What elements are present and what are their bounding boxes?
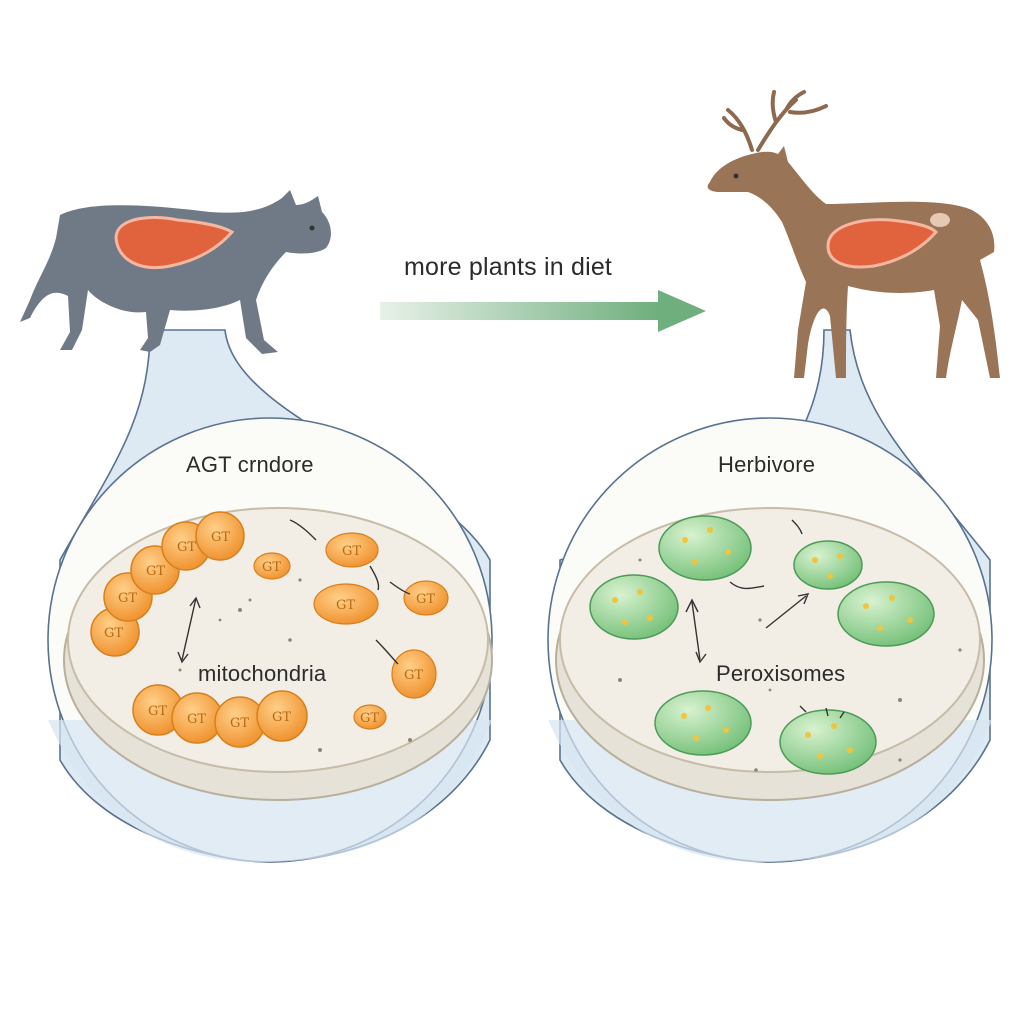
- mitochondria-cluster-upper: GT GT GT GT GT: [90, 511, 245, 657]
- mito-tag: GT: [177, 540, 196, 555]
- right-specks: [618, 558, 962, 772]
- right-dish: [555, 507, 985, 801]
- cat-icon: [20, 190, 331, 354]
- mito-tag: GT: [336, 598, 355, 613]
- cat-liver: [114, 215, 235, 269]
- mito-tag: GT: [416, 592, 435, 607]
- peroxisome: [654, 690, 752, 756]
- left-connectors: [177, 519, 411, 665]
- mito-tag: GT: [211, 530, 230, 545]
- arrow-label: more plants in diet: [404, 253, 613, 281]
- mitochondria-scattered: GT GT GT GT GT GT: [253, 532, 449, 730]
- mito-tag: GT: [104, 626, 123, 641]
- peroxisome: [793, 540, 863, 590]
- mito-tag: GT: [272, 710, 291, 725]
- left-dish: [63, 507, 493, 801]
- mito-tag: GT: [360, 711, 379, 726]
- right-panel-title: Herbivore: [718, 452, 816, 477]
- right-connectors: [685, 519, 845, 719]
- mitochondria-label: mitochondria: [198, 661, 327, 686]
- mito-tag: GT: [148, 704, 167, 719]
- mito-tag: GT: [404, 668, 423, 683]
- peroxisome: [658, 515, 752, 581]
- mito-tag: GT: [146, 564, 165, 579]
- peroxisomes-label: Peroxisomes: [716, 661, 846, 686]
- left-specks: [178, 578, 412, 752]
- peroxisome: [589, 574, 679, 640]
- mitochondria-cluster-lower: GT GT GT GT: [132, 684, 308, 748]
- deer-liver: [826, 218, 939, 269]
- mito-tag: GT: [118, 591, 137, 606]
- arrow-right-icon: [380, 290, 706, 332]
- left-panel-title: AGT crndore: [186, 452, 314, 477]
- mito-tag: GT: [230, 716, 249, 731]
- peroxisome-clusters: [589, 515, 935, 775]
- peroxisome: [837, 581, 935, 647]
- peroxisome: [779, 709, 877, 775]
- mito-tag: GT: [187, 712, 206, 727]
- mito-tag: GT: [342, 544, 361, 559]
- mito-tag: GT: [262, 560, 281, 575]
